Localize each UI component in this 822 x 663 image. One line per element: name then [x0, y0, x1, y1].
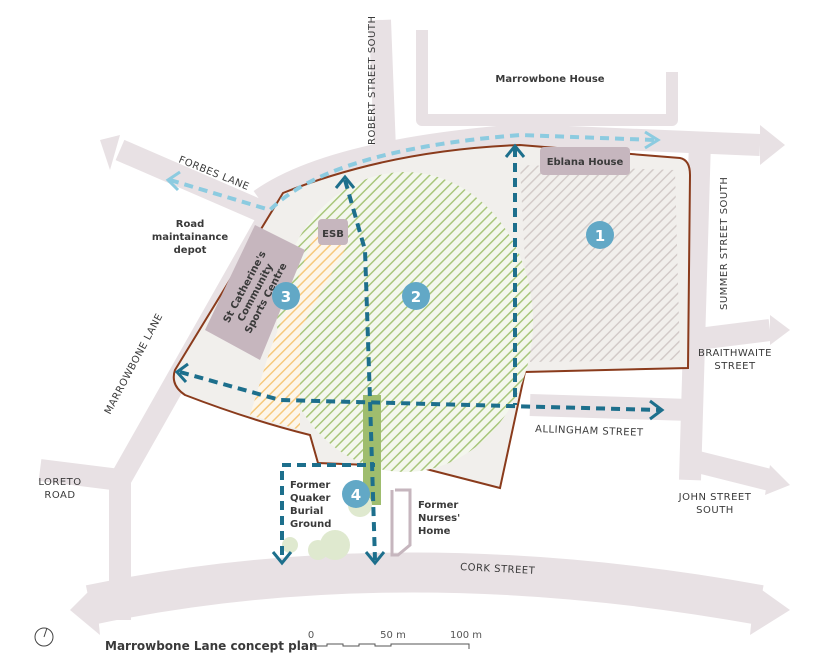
zone-marker-4[interactable]: 4: [342, 480, 370, 508]
svg-text:SOUTH: SOUTH: [696, 505, 734, 516]
svg-text:depot: depot: [174, 245, 207, 256]
svg-text:Road: Road: [176, 219, 204, 230]
routes: [169, 132, 661, 561]
svg-text:ROAD: ROAD: [44, 490, 75, 501]
eblana-house: [540, 147, 630, 175]
north-arrow-icon: [34, 627, 54, 647]
svg-text:50 m: 50 m: [380, 630, 406, 641]
nurses-home: [390, 488, 412, 557]
svg-text:Nurses': Nurses': [418, 513, 460, 524]
street-allingham: ALLINGHAM STREET: [535, 424, 644, 439]
zone-marker-3[interactable]: 3: [272, 282, 300, 310]
street-john: JOHN STREET: [678, 492, 752, 503]
esb-building: [318, 219, 348, 245]
zone-3-area: [250, 232, 348, 430]
svg-text:ESB: ESB: [322, 229, 344, 240]
svg-text:maintainance: maintainance: [152, 232, 229, 243]
marrowbone-house-label: Marrowbone House: [495, 74, 604, 85]
sports-centre: [205, 225, 305, 360]
svg-text:0: 0: [308, 630, 314, 641]
depot-label: Road maintainance depot: [152, 219, 229, 256]
quaker-label: Former Quaker Burial Ground: [290, 480, 331, 530]
svg-text:Eblana House: Eblana House: [547, 157, 624, 168]
street-cork: CORK STREET: [460, 562, 536, 577]
svg-text:STREET: STREET: [714, 361, 756, 372]
svg-text:Former: Former: [290, 480, 330, 491]
svg-text:Home: Home: [418, 526, 451, 537]
svg-text:1: 1: [595, 227, 605, 245]
plan-title: Marrowbone Lane concept plan: [105, 639, 318, 653]
zone-marker-2[interactable]: 2: [402, 282, 430, 310]
svg-text:Former: Former: [418, 500, 458, 511]
svg-text:100 m: 100 m: [450, 630, 482, 641]
zone-2-area: [277, 172, 533, 472]
svg-text:2: 2: [411, 288, 421, 306]
svg-text:Quaker: Quaker: [290, 493, 331, 504]
scale-bar: 0 50 m 100 m: [308, 630, 482, 649]
street-loreto: LORETO: [38, 477, 81, 488]
street-braithwaite: BRAITHWAITE: [698, 348, 772, 359]
svg-text:Burial: Burial: [290, 506, 323, 517]
zone-marker-1[interactable]: 1: [586, 221, 614, 249]
street-robert: ROBERT STREET SOUTH: [367, 16, 378, 146]
svg-text:3: 3: [281, 288, 291, 306]
nurses-label: Former Nurses' Home: [418, 500, 460, 537]
svg-text:Ground: Ground: [290, 519, 331, 530]
marrowbone-house: [416, 30, 678, 126]
zone-1-area: [520, 165, 680, 362]
route-arrowheads: [165, 130, 665, 566]
street-summer: SUMMER STREET SOUTH: [719, 177, 730, 310]
svg-text:4: 4: [351, 486, 361, 504]
